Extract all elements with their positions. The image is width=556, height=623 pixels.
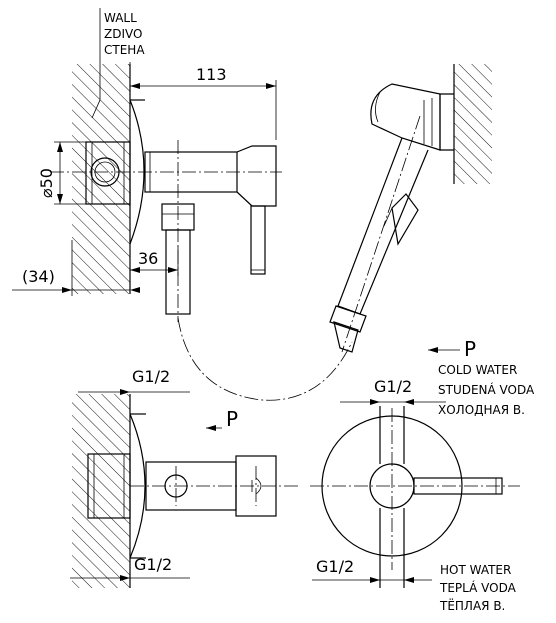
dim-113: 113 — [129, 62, 277, 140]
inlet-nut-top — [85, 141, 131, 205]
lever-rod-top — [250, 205, 266, 275]
hot-water-cz: TEPLÁ VODA — [439, 580, 517, 595]
dim-36: 36 — [130, 246, 179, 276]
handshower-trigger — [391, 193, 419, 246]
wall-note-ru: СТЕНА — [104, 43, 145, 57]
holder-bracket — [439, 93, 454, 151]
wall-hatch-top — [72, 64, 130, 294]
dim-diameter: ⌀50 — [37, 141, 86, 205]
cold-water-ru: ХОЛОДНАЯ В. — [438, 403, 525, 417]
dim-36-label: 36 — [138, 249, 158, 268]
handshower-connector — [329, 305, 367, 333]
handshower-handle — [337, 137, 429, 315]
dim-g12-side-bottom-label: G1/2 — [134, 555, 172, 574]
lever-front — [413, 477, 503, 495]
pressure-label-front: P — [464, 337, 476, 361]
lever-head-top — [236, 145, 277, 207]
wall-hatch-bottom — [72, 394, 130, 588]
dim-g12-front-bottom-label: G1/2 — [316, 557, 354, 576]
hot-water-en: HOT WATER — [440, 563, 511, 577]
dim-34-label: (34) — [22, 267, 55, 286]
side-pressure: P — [206, 407, 238, 431]
dim-diameter-label: ⌀50 — [37, 168, 56, 198]
pressure-label-side: P — [226, 407, 238, 431]
dim-g12-side-top: G1/2 — [78, 367, 190, 400]
dim-g12-front-top-label: G1/2 — [374, 377, 412, 396]
rosette-top — [129, 99, 145, 245]
hot-water-ru: ТЁПЛАЯ В. — [439, 598, 505, 613]
handshower-head — [370, 83, 441, 151]
cold-water-en: COLD WATER — [438, 363, 517, 377]
handshower — [329, 64, 492, 353]
wall-note: WALL ZDIVO СТЕНА — [99, 8, 145, 62]
cold-water-cz: STUDENÁ VODA — [438, 382, 535, 397]
side-view-bottom — [72, 394, 300, 588]
dim-113-label: 113 — [196, 65, 227, 84]
cold-water-annotation: P COLD WATER STUDENÁ VODA ХОЛОДНАЯ В. — [428, 337, 535, 417]
wall-note-cz: ZDIVO — [104, 27, 142, 41]
hose-path — [177, 317, 353, 401]
dim-g12-front-top: G1/2 — [340, 377, 446, 405]
wall-note-en: WALL — [104, 11, 137, 25]
dim-34: (34) — [12, 240, 140, 296]
dim-g12-side-top-label: G1/2 — [132, 367, 170, 386]
side-view-top — [50, 62, 353, 401]
wall-hatch-handshower — [454, 64, 492, 184]
dim-g12-front-bottom: G1/2 — [312, 557, 432, 583]
rosette-bottom — [129, 413, 146, 559]
dim-g12-side-bottom: G1/2 — [70, 555, 190, 581]
hot-water-annotation: HOT WATER TEPLÁ VODA ТЁПЛАЯ В. — [439, 563, 517, 613]
front-view — [310, 406, 520, 588]
